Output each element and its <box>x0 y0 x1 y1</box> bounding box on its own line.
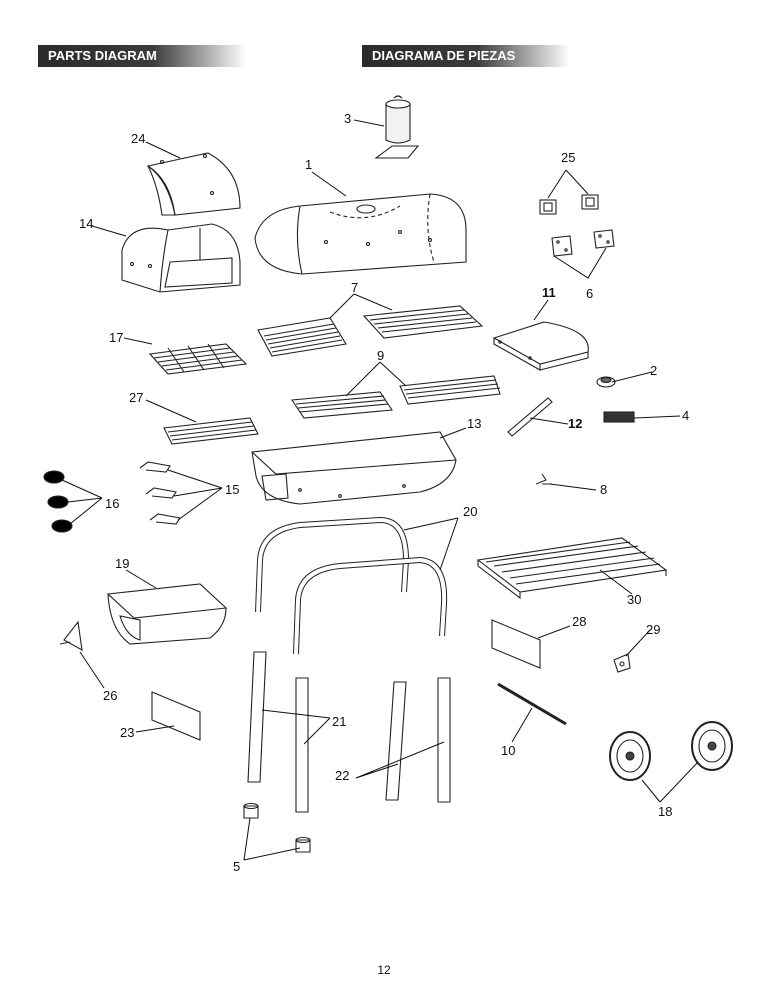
callout-30: 30 <box>627 592 641 607</box>
part-handle <box>507 397 553 437</box>
callout-8: 8 <box>600 482 607 497</box>
part-ash-pan <box>106 583 228 645</box>
callout-10: 10 <box>501 743 515 758</box>
part-charcoal-grate <box>148 343 248 375</box>
leader-lines <box>61 119 699 861</box>
part-hook <box>535 473 552 485</box>
callout-15: 15 <box>225 482 239 497</box>
callout-23: 23 <box>120 725 134 740</box>
part-axle <box>497 682 567 726</box>
part-main-body <box>251 431 457 505</box>
part-firebox-lid <box>146 152 241 216</box>
callout-14: 14 <box>79 216 93 231</box>
callout-11: 11 <box>542 285 556 300</box>
part-side-shelf <box>492 321 589 371</box>
page-number: 12 <box>377 963 391 977</box>
callout-20: 20 <box>463 504 477 519</box>
part-logo-badge <box>603 411 635 423</box>
callout-2: 2 <box>650 363 657 378</box>
callout-27: 27 <box>129 390 143 405</box>
part-smokestack <box>374 95 420 159</box>
callout-4: 4 <box>682 408 689 423</box>
part-leg-frames <box>255 516 448 655</box>
part-hinges <box>539 194 599 215</box>
callout-1: 1 <box>305 157 312 172</box>
callout-labels: 1 2 3 4 5 6 7 8 9 10 11 12 13 14 15 16 1… <box>79 111 689 874</box>
callout-29: 29 <box>646 622 660 637</box>
part-legs-rear <box>385 677 451 803</box>
callout-13: 13 <box>467 416 481 431</box>
callout-16: 16 <box>105 496 119 511</box>
callout-5: 5 <box>233 859 240 874</box>
part-hinge-plates <box>551 229 615 257</box>
callout-17: 17 <box>109 330 123 345</box>
part-firebox-grate <box>163 417 259 445</box>
callout-12: 12 <box>568 416 582 431</box>
part-firebox-plate <box>151 691 201 741</box>
callout-28: 28 <box>572 614 586 629</box>
part-access-plate <box>491 619 541 669</box>
callout-6: 6 <box>586 286 593 301</box>
callout-18: 18 <box>658 804 672 819</box>
part-leg-caps <box>243 802 311 853</box>
part-main-lid <box>254 193 467 275</box>
callout-25: 25 <box>561 150 575 165</box>
callout-26: 26 <box>103 688 117 703</box>
callout-24: 24 <box>131 131 145 146</box>
callout-19: 19 <box>115 556 129 571</box>
callout-21: 21 <box>332 714 346 729</box>
part-warming-grates <box>291 375 501 419</box>
part-tool-hooks <box>139 461 181 525</box>
callout-3: 3 <box>344 111 351 126</box>
callout-7: 7 <box>351 280 358 295</box>
part-wheels <box>609 721 733 781</box>
part-bottle-opener <box>613 653 631 673</box>
part-damper <box>59 620 83 652</box>
part-side-firebox <box>121 223 241 293</box>
part-legs-front <box>247 651 309 813</box>
part-temperature-gauge <box>596 376 616 388</box>
spanish-parts-diagram-header: DIAGRAMA DE PIEZAS <box>362 45 570 67</box>
part-rubber-feet <box>43 470 73 533</box>
parts-diagram-header: PARTS DIAGRAM <box>38 45 246 67</box>
part-bottom-shelf <box>476 537 668 600</box>
callout-9: 9 <box>377 348 384 363</box>
callout-22: 22 <box>335 768 349 783</box>
part-cooking-grates <box>257 305 484 357</box>
